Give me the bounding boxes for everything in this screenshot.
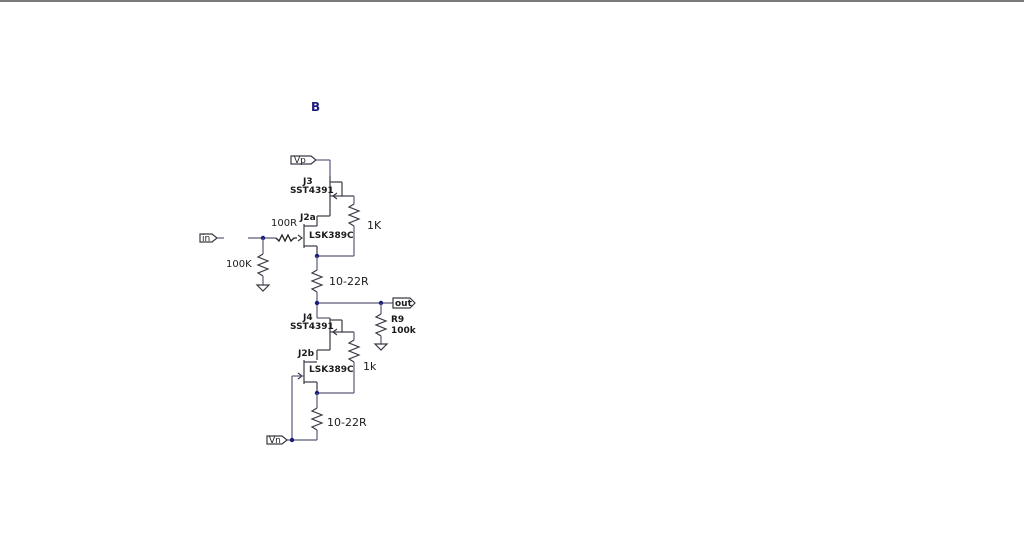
jfet-j3 — [329, 176, 354, 216]
j2a-ref-label: J2a — [299, 213, 316, 223]
r-bottom-1k-label: 1k — [363, 360, 377, 373]
top-border-line — [0, 0, 1024, 2]
r-top-degen-label: 10-22R — [329, 275, 369, 288]
j2a-part-label: LSK389C — [309, 231, 354, 241]
node-vn — [289, 437, 295, 443]
out-port-label: out — [395, 299, 413, 309]
r9-ref-label: R9 — [391, 315, 404, 325]
vp-port-label: Vp — [294, 156, 306, 166]
j3-ref-label: J3 — [302, 177, 313, 187]
r-in-series-label: 100R — [271, 218, 297, 229]
resistor-r9 — [374, 313, 388, 337]
schematic-title: B — [311, 100, 320, 114]
j4-ref-label: J4 — [302, 313, 313, 323]
j2b-part-label: LSK389C — [309, 365, 354, 375]
r-top-1k-label: 1K — [367, 219, 382, 232]
out-port — [392, 297, 416, 309]
vn-port — [266, 435, 288, 445]
resistor-1k-top — [347, 203, 361, 227]
in-port-label: in — [202, 234, 210, 244]
ground-symbol-1 — [255, 284, 271, 292]
r9-value-label: 100k — [391, 326, 417, 336]
j2b-ref-label: J2b — [297, 349, 315, 359]
j4-part-label: SST4391 — [290, 322, 334, 332]
resistor-100r — [275, 233, 297, 243]
jfet-j4 — [329, 318, 354, 350]
r-bottom-degen-label: 10-22R — [327, 416, 367, 429]
vp-port — [290, 155, 317, 165]
node-output — [314, 300, 320, 306]
ground-symbol-2 — [373, 343, 389, 351]
jfet-j2b — [297, 349, 330, 393]
in-port — [199, 233, 218, 243]
resistor-100k — [256, 253, 270, 277]
resistor-1k-bottom — [347, 339, 361, 363]
resistor-10-22r-bottom — [310, 407, 324, 431]
j3-part-label: SST4391 — [290, 186, 334, 196]
vn-port-label: Vn — [269, 436, 281, 446]
resistor-10-22r-top — [310, 269, 324, 293]
r-in-shunt-label: 100K — [226, 259, 252, 270]
